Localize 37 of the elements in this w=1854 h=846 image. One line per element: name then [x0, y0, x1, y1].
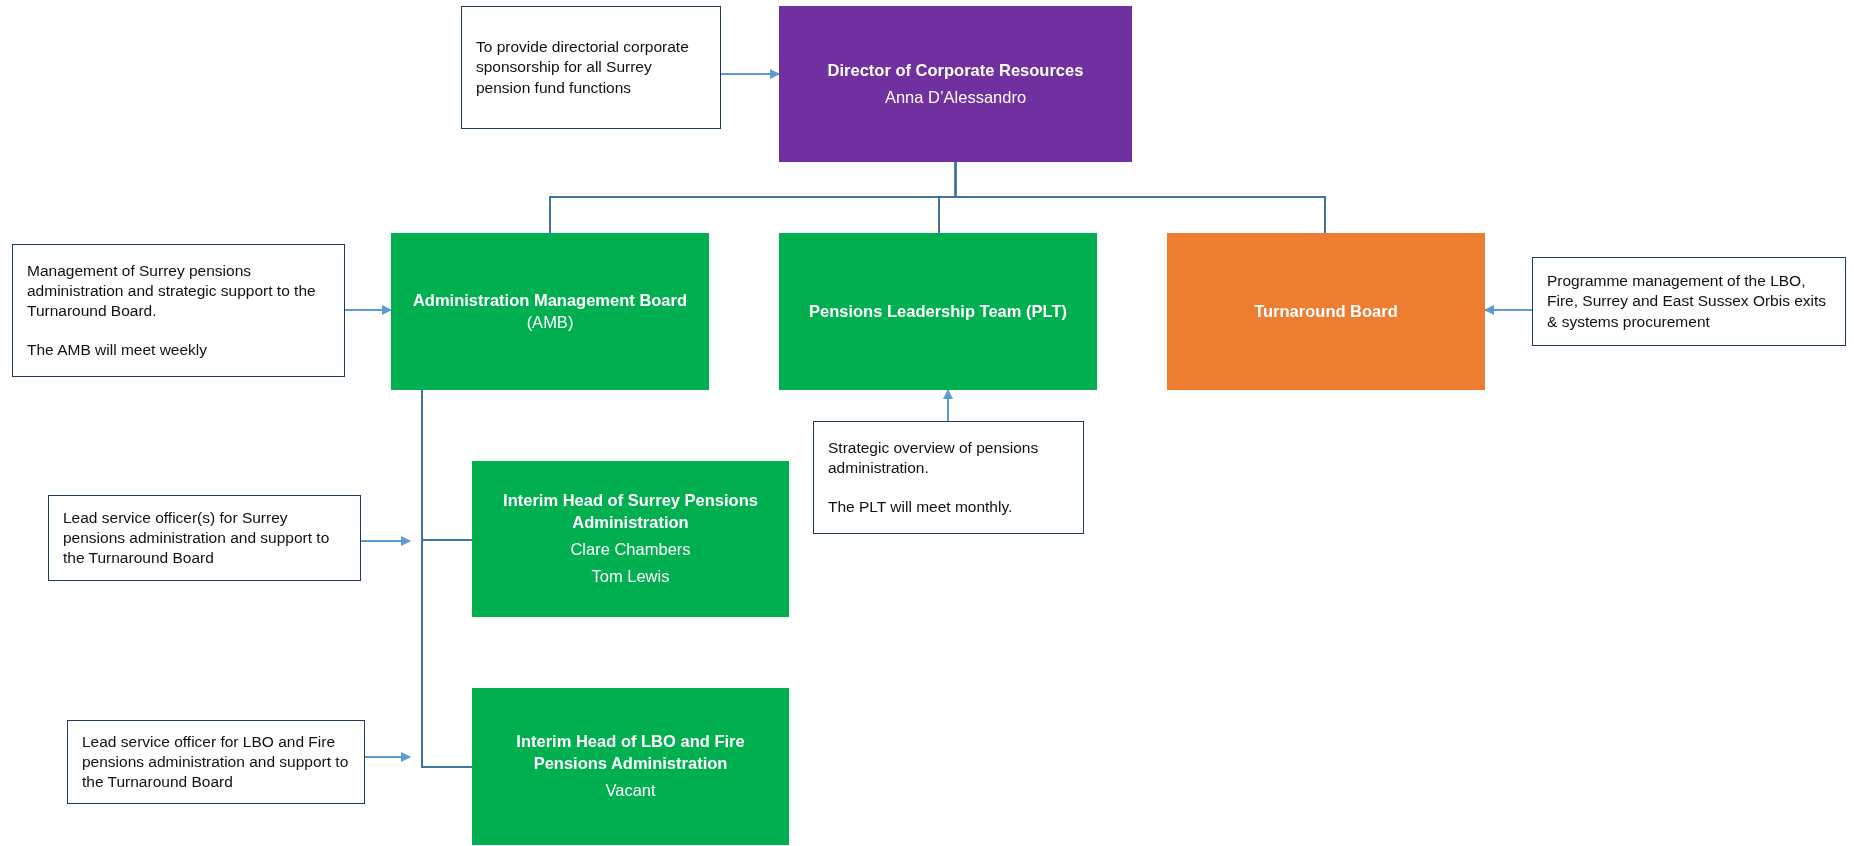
arrow — [1484, 305, 1533, 315]
arrow — [943, 389, 953, 422]
org-box — [472, 461, 789, 617]
note-box — [813, 421, 1084, 534]
org-box — [391, 233, 709, 390]
box-title: Administration Management Board (AMB) — [411, 290, 689, 333]
note-box — [67, 720, 365, 804]
org-box — [779, 6, 1132, 162]
person-name: Anna D’Alessandro — [884, 87, 1027, 108]
box-title: Interim Head of LBO and Fire Pensions Administration — [515, 731, 746, 774]
person-name: Clare Chambers — [570, 539, 691, 560]
note-box — [461, 6, 721, 129]
note-text: To provide directorial corporate sponsorship for all Surrey pension fund functions — [476, 37, 690, 98]
note-text: Management of Surrey pensions administration and strategic support to the Turnaround Board. — [27, 260, 317, 321]
org-box — [1167, 233, 1485, 390]
note-box — [48, 495, 361, 581]
arrow — [720, 69, 780, 79]
person-name: Vacant — [605, 780, 656, 802]
person-name: Tom Lewis — [591, 566, 670, 588]
arrow — [344, 305, 392, 315]
box-title: Interim Head of Surrey Pensions Administration — [502, 490, 759, 533]
note-text: The AMB will meet weekly — [27, 340, 209, 361]
org-box — [779, 233, 1097, 390]
arrow — [360, 536, 411, 546]
arrow — [364, 752, 411, 762]
box-title: Turnaround Board — [1254, 300, 1398, 322]
note-text: Lead service officer for LBO and Fire pensions administration and support to the Turnaround Board — [82, 731, 350, 793]
note-text: The PLT will meet monthly. — [828, 497, 1014, 518]
box-title: Pensions Leadership Team (PLT) — [809, 300, 1067, 322]
org-box — [472, 688, 789, 845]
note-text: Lead service officer(s) for Surrey pensions administration and support to the Turnaround Board — [63, 507, 331, 569]
note-box — [1532, 257, 1846, 346]
note-text: Strategic overview of pensions administration. — [828, 437, 1040, 478]
connector-line — [954, 161, 1326, 234]
note-box — [12, 244, 345, 377]
note-text: Programme management of the LBO, Fire, Surrey and East Sussex Orbis exits & systems procurement — [1547, 271, 1828, 332]
box-title: Director of Corporate Resources — [827, 59, 1084, 81]
